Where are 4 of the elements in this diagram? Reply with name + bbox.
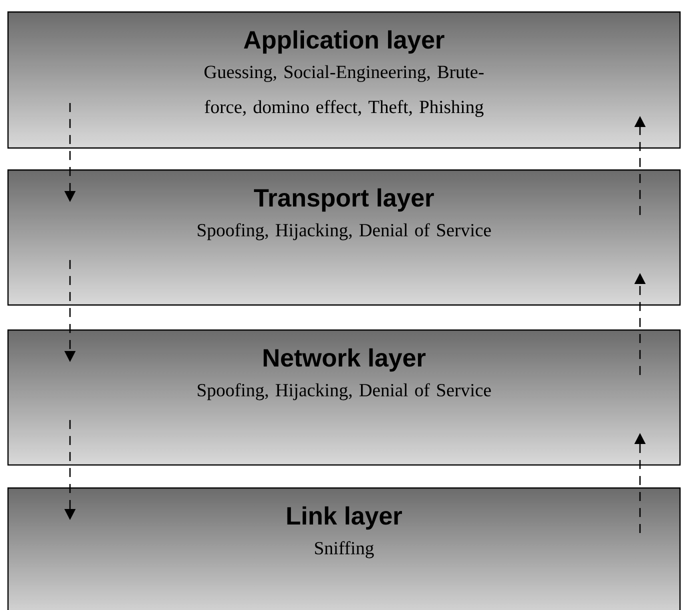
layer-box: Application layer Guessing, Social-Engineering, Brute-force, domino effect, Theft, Phishing — [7, 11, 681, 149]
layer-box: Link layer Sniffing — [7, 487, 681, 610]
layer-box: Transport layer Spoofing, Hijacking, Denial of Service — [7, 169, 681, 306]
layer-box: Network layer Spoofing, Hijacking, Denial of Service — [7, 329, 681, 466]
